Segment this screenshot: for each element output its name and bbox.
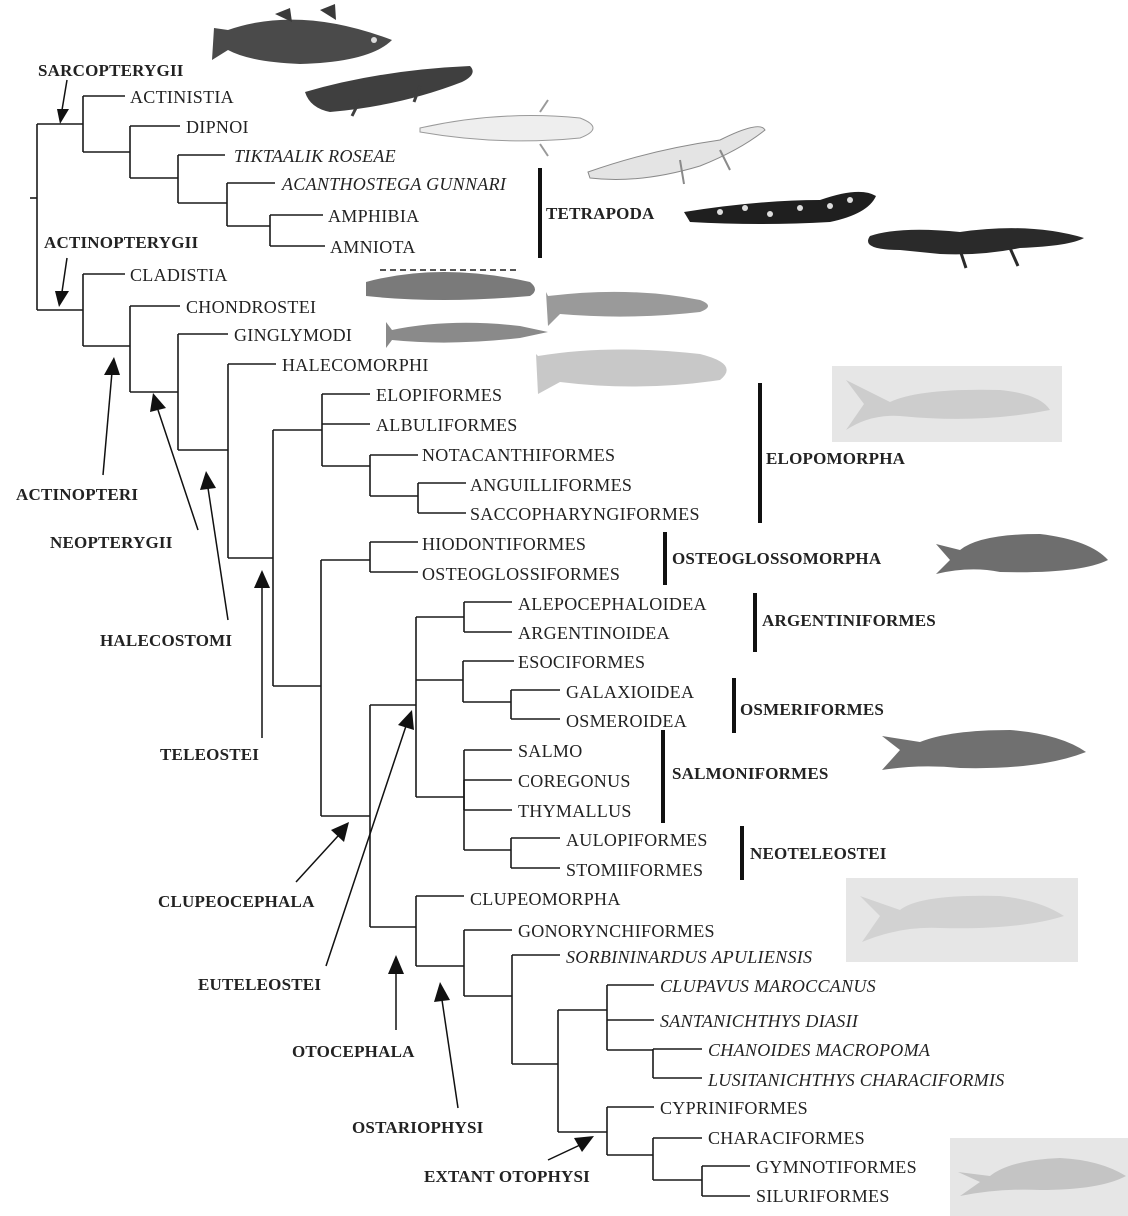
taxon-alepocephaloidea: ALEPOCEPHALOIDEA	[518, 595, 707, 613]
coelacanth-illustration	[212, 4, 392, 64]
clade-label-clupeocephala: CLUPEOCEPHALA	[158, 893, 315, 910]
taxon-amphibia: AMPHIBIA	[328, 207, 419, 225]
taxon-coregonus: COREGONUS	[518, 772, 631, 790]
taxon-ginglymodi: GINGLYMODI	[234, 326, 352, 344]
bichir-illustration	[366, 270, 535, 300]
clade-label-actinopterygii: ACTINOPTERYGII	[44, 234, 198, 251]
taxon-santanichthys: SANTANICHTHYS DIASII	[660, 1012, 858, 1030]
salamander-illustration	[684, 192, 876, 224]
taxon-chanoides: CHANOIDES MACROPOMA	[708, 1041, 930, 1059]
taxon-gymnotiformes: GYMNOTIFORMES	[756, 1158, 917, 1176]
taxon-cladistia: CLADISTIA	[130, 266, 228, 284]
group-label-argentiniformes: ARGENTINIFORMES	[762, 612, 936, 629]
taxon-chondrostei: CHONDROSTEI	[186, 298, 316, 316]
sturgeon-illustration	[546, 292, 708, 326]
group-label-neoteleostei: NEOTELEOSTEI	[750, 845, 887, 862]
herring-photo	[846, 878, 1078, 962]
tarpon-photo	[832, 366, 1062, 442]
clade-label-neopterygii: NEOPTERYGII	[50, 534, 173, 551]
taxon-lusitanichthys: LUSITANICHTHYS CHARACIFORMIS	[708, 1071, 1005, 1089]
taxon-halecomorphi: HALECOMORPHI	[282, 356, 429, 374]
clade-label-otocephala: OTOCEPHALA	[292, 1043, 415, 1060]
group-label-elopomorpha: ELOPOMORPHA	[766, 450, 905, 467]
clade-label-extant-otophysi: EXTANT OTOPHYSI	[424, 1168, 590, 1185]
taxon-tiktaalik: TIKTAALIK ROSEAE	[234, 147, 396, 165]
bowfin-illustration	[536, 349, 727, 394]
taxon-galaxioidea: GALAXIOIDEA	[566, 683, 694, 701]
mooneye-illustration	[936, 534, 1108, 574]
taxon-cypriniformes: CYPRINIFORMES	[660, 1099, 808, 1117]
taxon-osmeroidea: OSMEROIDEA	[566, 712, 687, 730]
sarcopterygii-arrow	[57, 80, 69, 124]
otocephala-arrow	[388, 955, 404, 1030]
taxon-osteoglossiformes: OSTEOGLOSSIFORMES	[422, 565, 620, 583]
clupeocephala-arrow	[296, 822, 349, 882]
taxon-clupeomorpha: CLUPEOMORPHA	[470, 890, 621, 908]
taxon-acanthostega: ACANTHOSTEGA GUNNARI	[282, 175, 506, 193]
actinopteri-arrow	[103, 357, 120, 475]
catfish-photo	[950, 1138, 1128, 1216]
actinopterygii-arrow	[55, 258, 69, 307]
group-label-salmoniformes: SALMONIFORMES	[672, 765, 829, 782]
clade-label-sarcopterygii: SARCOPTERYGII	[38, 62, 184, 79]
trout-illustration	[882, 730, 1086, 770]
taxon-saccopharyngiformes: SACCOPHARYNGIFORMES	[470, 505, 700, 523]
taxon-hiodontiformes: HIODONTIFORMES	[422, 535, 586, 553]
taxon-siluriformes: SILURIFORMES	[756, 1187, 890, 1205]
taxon-actinistia: ACTINISTIA	[130, 88, 234, 106]
taxon-gonorynchiformes: GONORYNCHIFORMES	[518, 922, 715, 940]
taxon-characiformes: CHARACIFORMES	[708, 1129, 865, 1147]
taxon-dipnoi: DIPNOI	[186, 118, 249, 136]
extant-otophysi-arrow	[548, 1136, 594, 1160]
teleostei-arrow	[254, 570, 270, 738]
clade-label-teleostei: TELEOSTEI	[160, 746, 259, 763]
group-label-osmeriformes: OSMERIFORMES	[740, 701, 884, 718]
clade-label-ostariophysi: OSTARIOPHYSI	[352, 1119, 484, 1136]
taxon-amniota: AMNIOTA	[330, 238, 416, 256]
taxon-anguilliformes: ANGUILLIFORMES	[470, 476, 632, 494]
taxon-elopiformes: ELOPIFORMES	[376, 386, 502, 404]
group-label-tetrapoda: TETRAPODA	[546, 205, 655, 222]
taxon-sorbininardus: SORBININARDUS APULIENSIS	[566, 948, 812, 966]
clade-label-euteleostei: EUTELEOSTEI	[198, 976, 321, 993]
lizard-illustration	[868, 228, 1084, 268]
ostariophysi-arrow	[434, 982, 458, 1108]
taxon-stomiiformes: STOMIIFORMES	[566, 861, 703, 879]
group-label-osteoglossomorpha: OSTEOGLOSSOMORPHA	[672, 550, 881, 567]
taxon-salmo: SALMO	[518, 742, 583, 760]
clade-label-actinopteri: ACTINOPTERI	[16, 486, 138, 503]
taxon-argentinoidea: ARGENTINOIDEA	[518, 624, 670, 642]
acanthostega-illustration	[588, 127, 765, 184]
tiktaalik-illustration	[420, 100, 593, 156]
taxon-thymallus: THYMALLUS	[518, 802, 632, 820]
taxon-clupavus: CLUPAVUS MAROCCANUS	[660, 977, 876, 995]
gar-illustration	[386, 322, 548, 348]
clade-label-halecostomi: HALECOSTOMI	[100, 632, 232, 649]
lungfish-illustration	[305, 66, 473, 116]
neopterygii-arrow	[150, 393, 198, 530]
taxon-aulopiformes: AULOPIFORMES	[566, 831, 708, 849]
taxon-albuliformes: ALBULIFORMES	[376, 416, 518, 434]
taxon-notacanthiformes: NOTACANTHIFORMES	[422, 446, 615, 464]
halecostomi-arrow	[200, 471, 228, 620]
taxon-esociformes: ESOCIFORMES	[518, 653, 645, 671]
